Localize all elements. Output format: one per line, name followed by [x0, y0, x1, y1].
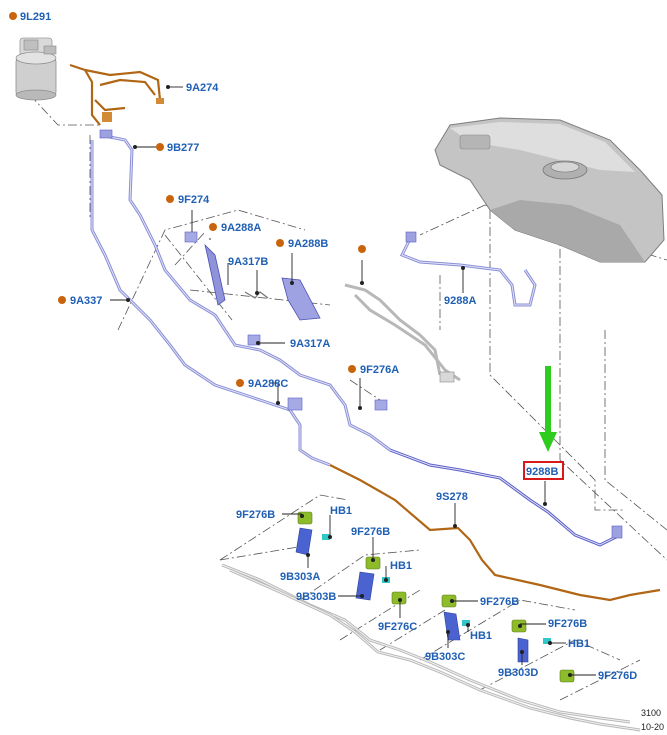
footer-line-1: 3100 [641, 708, 661, 718]
label-9A274: 9A274 [186, 82, 219, 94]
highlight-box-9288B [523, 461, 564, 480]
label-9F274: 9F274 [178, 194, 210, 206]
marker-9A288A [209, 223, 217, 231]
label-9F276B-1: 9F276B [236, 509, 275, 521]
label-HB1-2: HB1 [390, 560, 412, 572]
label-9B303B: 9B303B [296, 591, 336, 603]
label-9L291: 9L291 [20, 11, 51, 23]
bracket-9A288B [281, 277, 321, 321]
clip-9A317B [244, 291, 269, 299]
label-HB1-3: HB1 [470, 630, 492, 642]
footer-line-2: 10-20 [641, 722, 664, 732]
marker-9A288B [276, 239, 284, 247]
bracket-9A288A [204, 243, 226, 306]
label-9A288B: 9A288B [288, 238, 328, 250]
label-9A288A: 9A288A [221, 222, 261, 234]
label-9F276D: 9F276D [598, 670, 637, 682]
fuel-line-9A337 [90, 129, 391, 467]
lower-clips [295, 511, 575, 683]
callout-markers [9, 12, 366, 387]
label-9B303D: 9B303D [498, 667, 538, 679]
label-9F276A: 9F276A [360, 364, 399, 376]
label-9A317B: 9A317B [228, 256, 268, 268]
label-HB1-4: HB1 [568, 638, 590, 650]
marker-9B277 [156, 143, 164, 151]
label-9288A: 9288A [444, 295, 476, 307]
label-9B303C: 9B303C [425, 651, 465, 663]
clip-9F274 [184, 231, 198, 243]
fuel-line-9288B [389, 448, 623, 547]
label-9A288C: 9A288C [248, 378, 288, 390]
label-9F276B-4: 9F276B [548, 618, 587, 630]
figure-reference: 3100 10-20 [641, 708, 664, 732]
label-9S278: 9S278 [436, 491, 468, 503]
label-9F276B-2: 9F276B [351, 526, 390, 538]
marker-9A337 [58, 296, 66, 304]
fuel-line-9288A [399, 231, 537, 307]
label-HB1-1: HB1 [330, 505, 352, 517]
label-9288B: 9288B [526, 466, 558, 478]
harness-9A274 [69, 63, 164, 126]
clip-9F276A [374, 399, 388, 411]
label-9B277: 9B277 [167, 142, 199, 154]
marker-9F274 [166, 195, 174, 203]
label-9A317A: 9A317A [290, 338, 330, 350]
leader-lines [110, 85, 596, 677]
marker-9F276A [348, 365, 356, 373]
clip-9A288C [287, 397, 303, 411]
part-labels: 9L291 9A274 9B277 9F274 9A288A 9A288B 9A… [20, 11, 637, 682]
green-arrow [539, 366, 557, 452]
marker-9A288C [236, 379, 244, 387]
fuel-line-9S278 [329, 464, 661, 602]
clip-9A317A [247, 334, 261, 346]
label-9F276B-3: 9F276B [480, 596, 519, 608]
marker-9L291 [9, 12, 17, 20]
marker-unlabeled [358, 245, 366, 253]
label-9A337: 9A337 [70, 295, 102, 307]
label-9B303A: 9B303A [280, 571, 320, 583]
vapor-line-assembly [344, 283, 461, 383]
label-9F276C: 9F276C [378, 621, 417, 633]
fuel-tank [434, 117, 665, 263]
fuel-filter-assembly [15, 37, 57, 101]
lower-grey-lines [221, 563, 641, 732]
